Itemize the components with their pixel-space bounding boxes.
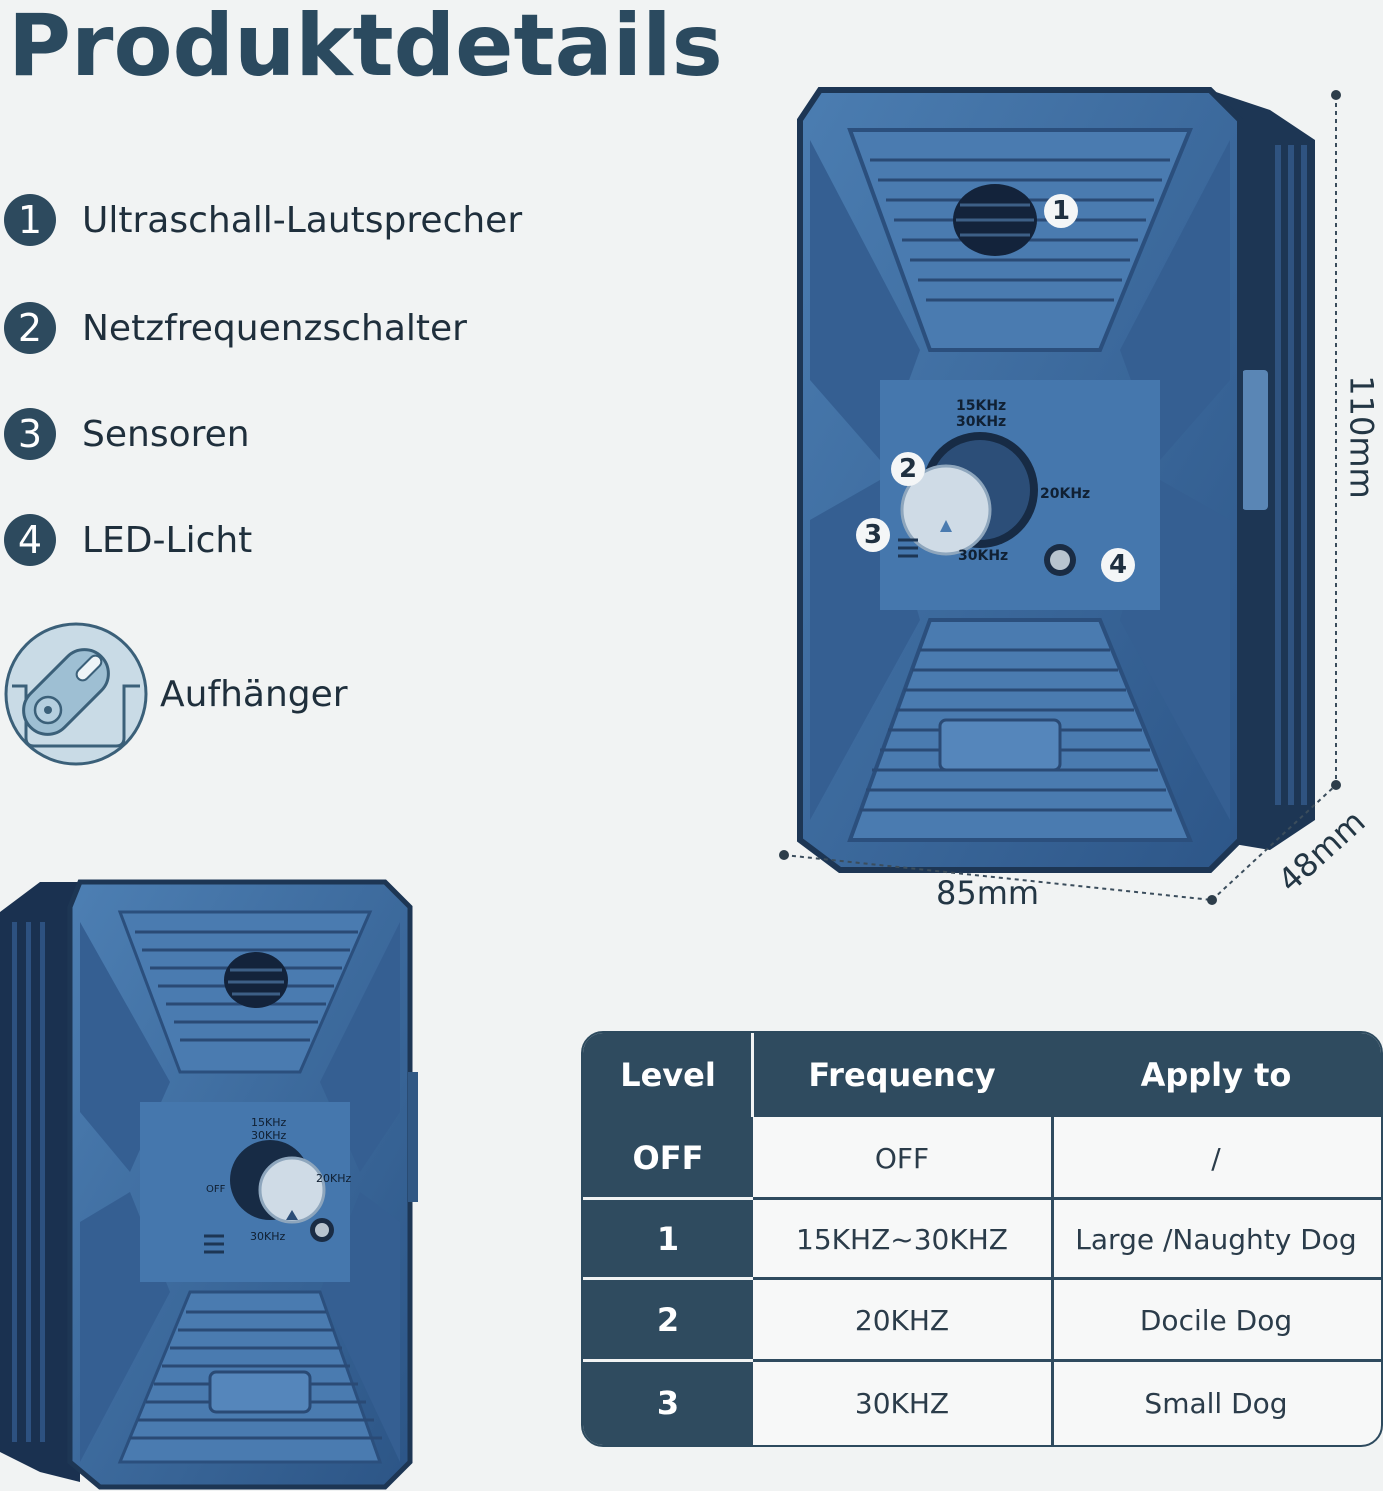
cell-apply-to: Small Dog — [1144, 1386, 1288, 1420]
cell-apply-to: / — [1211, 1141, 1221, 1175]
feature-item-led: 4 LED-Licht — [4, 510, 252, 570]
feature-label: Netzfrequenzschalter — [82, 307, 467, 349]
header-frequency: Frequency — [808, 1056, 996, 1094]
feature-label: LED-Licht — [82, 519, 253, 561]
table-divider — [751, 1033, 754, 1117]
hanger-icon — [4, 622, 148, 766]
feature-number-badge: 4 — [4, 514, 56, 566]
table-row: 1 15KHZ~30KHZ Large /Naughty Dog — [583, 1199, 1381, 1279]
table-row: 3 30KHZ Small Dog — [583, 1361, 1381, 1445]
table-divider — [583, 1197, 753, 1200]
cell-frequency: 20KHZ — [854, 1303, 950, 1337]
table-header-row: Level Frequency Apply to — [583, 1033, 1381, 1117]
feature-item-speaker: 1 Ultraschall-Lautsprecher — [4, 190, 522, 250]
table-divider — [753, 1277, 1381, 1280]
feature-label: Ultraschall-Lautsprecher — [82, 199, 523, 241]
dimension-width: 85mm — [936, 874, 1040, 912]
callout-speaker: 1 — [1044, 194, 1078, 228]
feature-item-sensors: 3 Sensoren — [4, 404, 250, 464]
back-dial-label-right: 20KHz — [316, 1172, 352, 1185]
dimension-height: 110mm — [1342, 375, 1381, 499]
table-divider — [753, 1197, 1381, 1200]
feature-number-badge: 1 — [4, 194, 56, 246]
frequency-table: Level Frequency Apply to OFF OFF / 1 15K… — [581, 1031, 1383, 1447]
table-row: 2 20KHZ Docile Dog — [583, 1279, 1381, 1361]
hanger-label: Aufhänger — [160, 674, 348, 715]
cell-frequency: OFF — [874, 1141, 930, 1175]
feature-number-badge: 3 — [4, 408, 56, 460]
cell-apply-to: Large /Naughty Dog — [1075, 1222, 1357, 1256]
device-angled-image — [0, 879, 418, 1490]
dimension-lines — [779, 90, 1341, 905]
cell-level: OFF — [583, 1117, 753, 1199]
feature-item-frequency-switch: 2 Netzfrequenzschalter — [4, 298, 467, 358]
callout-sensors: 3 — [856, 518, 890, 552]
cell-level: 2 — [583, 1279, 753, 1361]
table-row: OFF OFF / — [583, 1117, 1381, 1199]
dial-label-bottom: 30KHz — [958, 548, 1009, 564]
callout-led: 4 — [1101, 548, 1135, 582]
cell-frequency: 15KHZ~30KHZ — [796, 1222, 1008, 1256]
back-dial-label-left: OFF — [206, 1184, 226, 1195]
table-divider — [1051, 1033, 1054, 1445]
dial-label-top: 15KHz 30KHz — [956, 398, 1007, 430]
cell-level: 3 — [583, 1361, 753, 1445]
back-dial-label-bottom: 30KHz — [250, 1230, 286, 1243]
cell-frequency: 30KHZ — [854, 1386, 950, 1420]
table-divider — [583, 1359, 753, 1362]
table-divider — [753, 1359, 1381, 1362]
cell-level: 1 — [583, 1199, 753, 1279]
feature-label: Sensoren — [82, 413, 250, 455]
feature-number-badge: 2 — [4, 302, 56, 354]
back-dial-label-top: 15KHz 30KHz — [251, 1116, 287, 1142]
cell-apply-to: Docile Dog — [1139, 1303, 1293, 1337]
page-title: Produktdetails — [8, 0, 723, 96]
device-front-image — [797, 87, 1315, 873]
header-level: Level — [620, 1056, 716, 1094]
dial-label-right: 20KHz — [1040, 486, 1091, 502]
callout-frequency-switch: 2 — [891, 452, 925, 486]
table-divider — [583, 1277, 753, 1280]
header-apply-to: Apply to — [1140, 1056, 1292, 1094]
